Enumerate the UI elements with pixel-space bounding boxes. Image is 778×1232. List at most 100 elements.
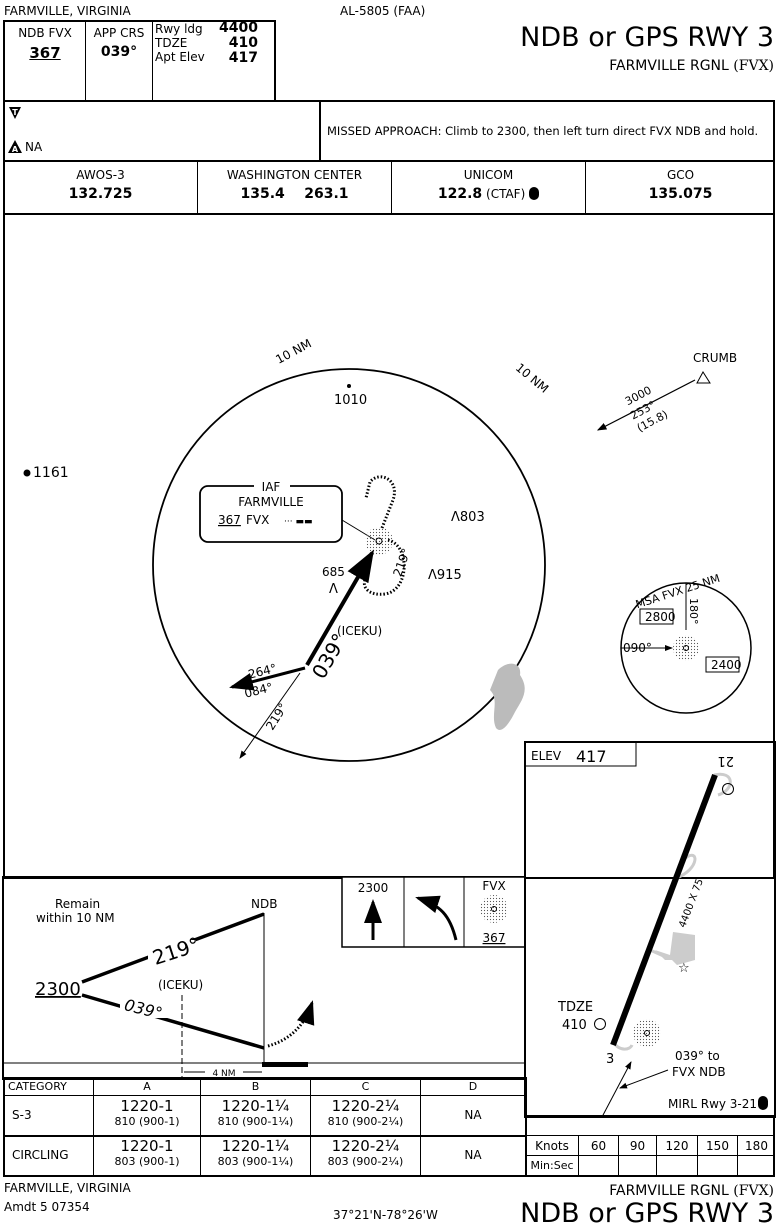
nav-label: NDB FVX xyxy=(18,26,72,40)
airport-name-header: FARMVILLE RGNL (FVX) xyxy=(609,58,774,74)
alternate-minimums-icon: A xyxy=(8,140,22,153)
morse-code-icon: ··· ▬▬ xyxy=(284,517,312,527)
min-s3-d: NA xyxy=(464,1108,482,1122)
spot-elevation-icon xyxy=(23,469,31,477)
min-haa: 803 (900-1¼) xyxy=(217,1155,294,1168)
crumb-label: CRUMB xyxy=(693,351,737,365)
app-crs-label: APP CRS xyxy=(93,26,145,40)
feeder-084: 084° xyxy=(243,680,274,701)
apt-elev-value: 417 xyxy=(228,50,258,66)
profile-remain: Remain xyxy=(55,897,100,911)
min-haa: 810 (900-1¼) xyxy=(217,1115,294,1128)
profile-ndb: NDB xyxy=(251,897,277,911)
ma-climb-altitude: 2300 xyxy=(358,881,389,895)
footer-location: FARMVILLE, VIRGINIA xyxy=(4,1181,131,1195)
ma-ndb-icon xyxy=(480,895,508,923)
iaf-frequency: 367 xyxy=(218,513,241,527)
footer-coordinates: 37°21'N-78°26'W xyxy=(333,1208,438,1222)
crumb-waypoint-icon xyxy=(696,371,711,384)
papi-icon xyxy=(722,783,734,795)
holding-pattern xyxy=(362,538,406,596)
comm-unicom-label: UNICOM xyxy=(463,168,514,182)
tdze-value: 410 xyxy=(228,35,258,51)
apt-elev-label: Apt Elev xyxy=(155,50,205,64)
msa-2800: 2800 xyxy=(645,610,676,624)
spot-elevation-icon xyxy=(347,384,351,388)
msa-title: MSA FVX 25 NM xyxy=(634,572,722,611)
speed-120: 120 xyxy=(665,1139,689,1153)
iaf-name: FARMVILLE xyxy=(238,495,303,509)
missed-approach-text: MISSED APPROACH: Climb to 2300, then lef… xyxy=(327,124,759,138)
hold-course: 219° xyxy=(390,547,413,579)
min-circ-d: NA xyxy=(464,1148,482,1162)
min-haa: 803 (900-2¼) xyxy=(327,1155,404,1168)
row-label-s3: S-3 xyxy=(12,1108,32,1122)
runway-dimensions: 4400 X 75 xyxy=(677,877,706,929)
footer-airport: FARMVILLE RGNL (FVX) xyxy=(609,1183,774,1199)
tdze-value: 410 xyxy=(562,1018,587,1033)
airport-elev: 417 xyxy=(576,747,607,766)
row-label-circling: CIRCLING xyxy=(12,1148,69,1162)
airport-id: (FVX) xyxy=(733,58,774,74)
runway-21-label: 21 xyxy=(717,753,734,768)
pilot-controlled-lighting-icon xyxy=(529,187,540,200)
airport-ndb-icon xyxy=(633,1019,661,1047)
obstacle-915: Λ915 xyxy=(428,568,462,583)
app-crs-value: 039° xyxy=(100,44,138,60)
speed-150: 150 xyxy=(706,1139,729,1153)
footer-amendment: Amdt 5 07354 xyxy=(4,1200,90,1214)
airport-elev-label: ELEV xyxy=(531,749,562,763)
minsec-label: Min:Sec xyxy=(530,1159,574,1172)
min-value: 1220-2¼ xyxy=(331,1097,400,1115)
profile-iceku: (ICEKU) xyxy=(158,978,203,992)
procedure-title: NDB or GPS RWY 3 xyxy=(520,22,774,53)
ring-label-1: 10 NM xyxy=(273,336,313,366)
comm-center-label: WASHINGTON CENTER xyxy=(226,168,363,182)
footer-title: NDB or GPS RWY 3 xyxy=(520,1198,774,1229)
comm-gco-label: GCO xyxy=(666,168,695,182)
msa-090: 090° xyxy=(623,641,652,655)
speed-180: 180 xyxy=(745,1139,768,1153)
rwy-ldg-label: Rwy ldg xyxy=(155,22,203,36)
speed-60: 60 xyxy=(590,1139,607,1153)
footer-airport-name: FARMVILLE RGNL xyxy=(609,1183,729,1199)
location-header: FARMVILLE, VIRGINIA xyxy=(4,4,131,18)
min-value: 1220-1 xyxy=(120,1097,174,1115)
tdze-label: TDZE xyxy=(557,1000,593,1015)
min-value: 1220-1¼ xyxy=(221,1097,290,1115)
min-value: 1220-2¼ xyxy=(331,1137,400,1155)
profile-distance: 4 NM xyxy=(212,1069,235,1079)
obstacle-803: Λ803 xyxy=(451,510,485,525)
svg-text:T: T xyxy=(12,108,18,117)
unicom-freq: 122.8 xyxy=(437,186,483,202)
profile-outbound-course: 219° xyxy=(149,932,202,970)
footer-airport-id: (FVX) xyxy=(733,1183,774,1199)
profile-inbound-course: 039° xyxy=(122,995,164,1023)
rwy-ldg-value: 4400 xyxy=(219,20,258,36)
msa-180: 180° xyxy=(687,598,700,625)
min-value: 1220-1 xyxy=(120,1137,174,1155)
obstacle-685: 685 xyxy=(322,565,345,579)
airport-name: FARMVILLE RGNL xyxy=(609,58,729,74)
comm-awos-label: AWOS-3 xyxy=(76,168,125,182)
lighting-note: MIRL Rwy 3-21 xyxy=(668,1097,757,1111)
tdze-label: TDZE xyxy=(155,36,188,50)
feeder-219: 219° xyxy=(263,701,290,733)
profile-altitude: 2300 xyxy=(35,979,81,1000)
timing-table xyxy=(525,1115,775,1177)
msa-2400: 2400 xyxy=(711,658,742,672)
beacon-star-icon: ☆ xyxy=(678,961,690,976)
msa-ndb-icon xyxy=(673,635,699,661)
nav-frequency: 367 xyxy=(29,44,61,62)
papi-icon xyxy=(594,1018,606,1030)
obstacle-icon: Λ xyxy=(329,582,338,597)
ctaf-label: (CTAF) xyxy=(486,187,526,201)
pilot-controlled-lighting-icon xyxy=(758,1096,768,1110)
runway-3-21 xyxy=(610,773,718,1047)
spot-1161: 1161 xyxy=(33,465,69,481)
